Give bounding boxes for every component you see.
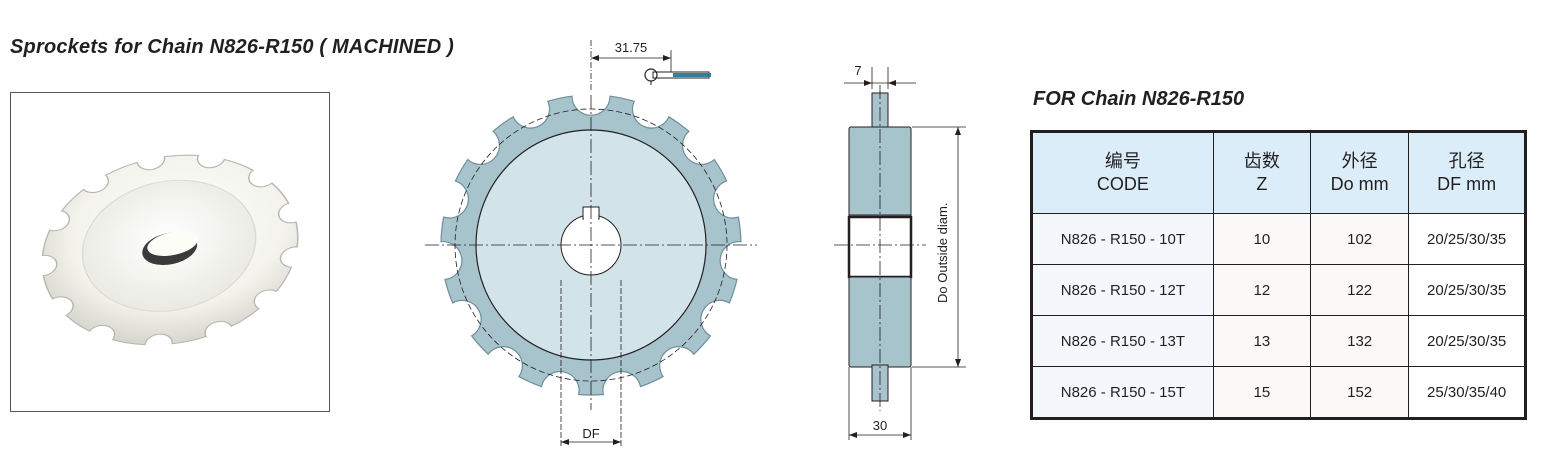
page-title: Sprockets for Chain N826-R150 ( MACHINED…: [10, 36, 455, 58]
cell-bore-diameter: 20/25/30/35: [1408, 213, 1526, 265]
cell-code: N826 - R150 - 12T: [1031, 264, 1214, 316]
clipped-heading-fragment: [1033, 67, 1293, 79]
table-row: N826 - R150 - 13T 13 132 20/25/30/35: [1031, 315, 1526, 367]
cell-teeth: 12: [1212, 264, 1311, 316]
cell-outside-diameter: 102: [1309, 213, 1410, 265]
cell-teeth: 10: [1212, 213, 1311, 265]
spec-table: 编号 CODE 齿数 Z 外径 Do mm 孔径 DF mm N826 - R1…: [1030, 130, 1527, 420]
header-outside-diameter: 外径 Do mm: [1309, 131, 1410, 214]
cell-bore-diameter: 20/25/30/35: [1408, 264, 1526, 316]
sprocket-front-drawing: 31.75 DF: [425, 40, 757, 448]
header-teeth: 齿数 Z: [1212, 131, 1311, 214]
table-row: N826 - R150 - 15T 15 152 25/30/35/40: [1031, 366, 1526, 419]
outside-diameter-dimension: Do Outside diam.: [935, 203, 950, 303]
total-width-dimension: 30: [873, 418, 887, 433]
cell-bore-diameter: 20/25/30/35: [1408, 315, 1526, 367]
table-row: N826 - R150 - 12T 12 122 20/25/30/35: [1031, 264, 1526, 316]
table-subtitle: FOR Chain N826-R150: [1033, 88, 1245, 110]
header-code: 编号 CODE: [1031, 131, 1214, 214]
cell-outside-diameter: 122: [1309, 264, 1410, 316]
cell-code: N826 - R150 - 10T: [1031, 213, 1214, 265]
sprocket-photo-image: [41, 154, 299, 346]
table-header-row: 编号 CODE 齿数 Z 外径 Do mm 孔径 DF mm: [1031, 131, 1526, 214]
cell-outside-diameter: 152: [1309, 366, 1410, 419]
product-photo: [10, 92, 330, 412]
pitch-dimension: 31.75: [615, 40, 648, 55]
cell-teeth: 15: [1212, 366, 1311, 419]
header-bore-diameter: 孔径 DF mm: [1408, 131, 1526, 214]
table-row: N826 - R150 - 10T 10 102 20/25/30/35: [1031, 213, 1526, 265]
bore-dimension: DF: [582, 426, 599, 441]
cell-teeth: 13: [1212, 315, 1311, 367]
sprocket-side-drawing: 7 Do Outside diam. 30: [834, 63, 966, 440]
chain-link-sketch: [644, 68, 711, 85]
hub-width-dimension: 7: [854, 63, 861, 78]
cell-outside-diameter: 132: [1309, 315, 1410, 367]
cell-code: N826 - R150 - 13T: [1031, 315, 1214, 367]
cell-bore-diameter: 25/30/35/40: [1408, 366, 1526, 419]
cell-code: N826 - R150 - 15T: [1031, 366, 1214, 419]
